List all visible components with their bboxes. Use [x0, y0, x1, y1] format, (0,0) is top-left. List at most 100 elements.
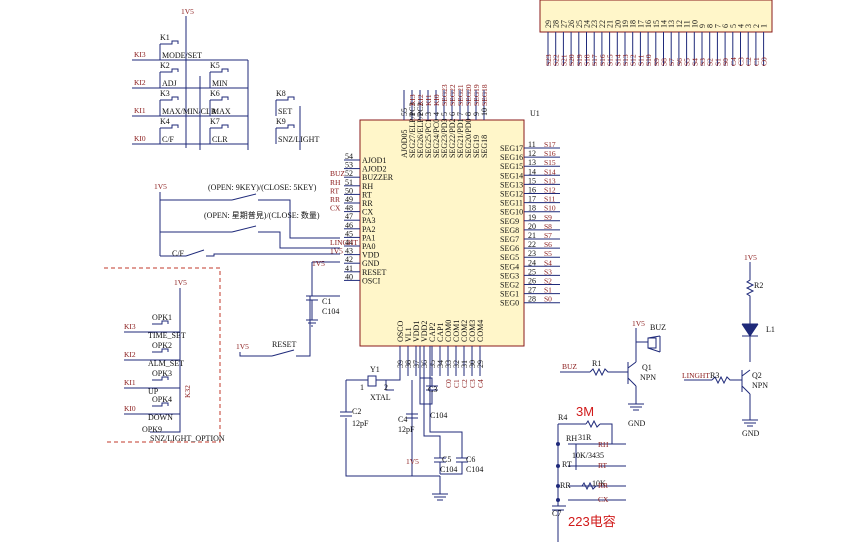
vcc-label-vl: 1V5 [406, 457, 419, 466]
key-name-8: SNZ/LIGHT [278, 135, 319, 144]
chip-right-pin-4: SEG13 [500, 180, 523, 189]
chip-left-num-13: 41 [345, 264, 353, 273]
lcd-pin-net-18: S5 [683, 58, 692, 66]
key-name-3: MAX/MIN/CLR [162, 107, 217, 116]
key-name-4: MAX [212, 107, 231, 116]
chip-left-num-7: 47 [345, 212, 353, 221]
sensor-rr-left: RR [560, 481, 571, 490]
lcd-pin-net-2: S21 [559, 54, 568, 66]
key-switch-1 [159, 68, 179, 88]
sensor-rh-net: RH [598, 440, 609, 449]
chip-right-num-17: 28 [528, 295, 536, 304]
chip-bottom-num-6: 33 [444, 360, 453, 368]
opt-name-3: DOWN [148, 413, 173, 422]
lcd-pin-net-1: S22 [552, 54, 561, 66]
chip-right-pin-5: SEG12 [500, 190, 523, 199]
q1-ref: Q1 [642, 363, 652, 372]
sensor-rt-net: RT [598, 461, 608, 470]
key-name-0: MODE/SET [162, 51, 202, 60]
c1-value: C104 [322, 307, 339, 316]
opt-net-1: KI2 [124, 350, 136, 359]
key-ref-4: K6 [210, 89, 220, 98]
lcd-pin-net-26: C2 [744, 57, 753, 66]
chip-right-net-7: S10 [544, 204, 556, 213]
r4-ref: R4 [558, 413, 567, 422]
switch-note-1: (OPEN: 9KEY)/(CLOSE: 5KEY) [208, 183, 317, 192]
q2-ref: Q2 [752, 371, 762, 380]
chip-top-num-2: 2 [416, 112, 425, 116]
lcd-pin-net-12: S11 [636, 54, 645, 66]
vcc-label-buz: 1V5 [632, 319, 645, 328]
q2-type: NPN [752, 381, 768, 390]
chip-right-pin-9: SEG8 [500, 226, 519, 235]
chip-bottom-pin-7: COM1 [452, 320, 461, 342]
chip-right-pin-15: SEG2 [500, 281, 519, 290]
lcd-pin-num-24: 5 [729, 24, 738, 28]
chip-top-num-9: 9 [472, 112, 481, 116]
chip-top-net-8: SEG20 [464, 84, 473, 106]
chip-top-pin-0: AJOD05 [400, 130, 409, 158]
opt-ref-0: OPK1 [152, 313, 172, 322]
lcd-pin-num-27: 2 [752, 24, 761, 28]
chip-left-net-10: LINGHT [330, 238, 358, 247]
lcd-pin-num-6: 23 [590, 20, 599, 28]
lcd-pin-net-22: S1 [713, 58, 722, 66]
backlight-driver: 1V5 R2 L1 LINGHT R3 Q2 NPN GND [682, 253, 775, 438]
chip-top-net-3: KI1 [424, 94, 433, 106]
led-l1-symbol [742, 324, 758, 336]
chip-right-num-16: 27 [528, 286, 536, 295]
opt-ref-2: OPK3 [152, 369, 172, 378]
lcd-connector: 29S2328S2227S2126S2025S1924S1823S1722S16… [539, 0, 773, 66]
chip-left-net-11: 1V5 [330, 247, 343, 256]
chip-left-num-8: 46 [345, 221, 353, 230]
chip-left-pin-5: RR [362, 199, 373, 208]
chip-right-num-6: 17 [528, 195, 536, 204]
c2-value: 12pF [352, 419, 369, 428]
chip-right-num-15: 26 [528, 277, 536, 286]
key-ref-6: K4 [160, 117, 170, 126]
sensor-rt-left: RT [562, 460, 572, 469]
r2-ref: R2 [754, 281, 763, 290]
key-name-1: ADJ [162, 79, 177, 88]
chip-ref: U1 [530, 109, 540, 118]
vcc-label-mode: 1V5 [154, 182, 167, 191]
chip-left-pin-1: AJOD2 [362, 165, 386, 174]
chip-right-num-5: 16 [528, 186, 536, 195]
c5-value: C104 [440, 465, 457, 474]
mcu-chip [359, 119, 525, 347]
chip-bottom-num-8: 31 [460, 360, 469, 368]
lcd-pin-num-2: 27 [559, 20, 568, 28]
chip-top-num-6: 6 [448, 112, 457, 116]
crystal-pin1: 1 [360, 383, 364, 392]
chip-top-num-0: 55 [400, 108, 409, 116]
chip-right-pin-1: SEG16 [500, 153, 523, 162]
lcd-pin-net-11: S12 [629, 54, 638, 66]
chip-right-num-10: 21 [528, 231, 536, 240]
mode-switches: 1V5 (OPEN: 9KEY)/(CLOSE: 5KEY) (OPEN: 星期… [154, 182, 340, 258]
lcd-pin-num-25: 4 [737, 24, 746, 28]
opt-net-0: KI3 [124, 322, 136, 331]
chip-top-net-2: KI2 [416, 94, 425, 106]
c3-value: C104 [430, 411, 447, 420]
chip-right-num-2: 13 [528, 158, 536, 167]
chip-bottom-pin-5: CAP1 [436, 322, 445, 342]
opt-ref-3: OPK4 [152, 395, 172, 404]
chip-top-pin-5: SEG23/PD3 [440, 118, 449, 158]
key-name-7: CLR [212, 135, 228, 144]
note-3m: 3M [576, 404, 594, 419]
chip-bottom-num-5: 34 [436, 360, 445, 368]
lcd-pin-num-3: 26 [567, 20, 576, 28]
lcd-pin-net-15: S8 [660, 58, 669, 66]
q1-type: NPN [640, 373, 656, 382]
lcd-pin-net-9: S14 [613, 54, 622, 66]
key-switch-5 [275, 96, 295, 116]
lcd-pin-net-24: C4 [729, 57, 738, 66]
option-switches: 1V5 KI3OPK1TIME_SETKI2OPK2ALM_SETKI1OPK3… [104, 267, 225, 443]
cf-switch-label: C/F [172, 249, 185, 258]
lcd-pin-num-26: 3 [744, 24, 753, 28]
c6-ref: C6 [466, 455, 475, 464]
chip-pins: AJOD154AJOD253BUZZER52BUZRH51RHRT50RTRR4… [330, 84, 560, 388]
chip-bottom-net-7: C1 [452, 379, 461, 388]
chip-left-num-9: 45 [345, 229, 353, 238]
lcd-pin-num-23: 6 [721, 24, 730, 28]
